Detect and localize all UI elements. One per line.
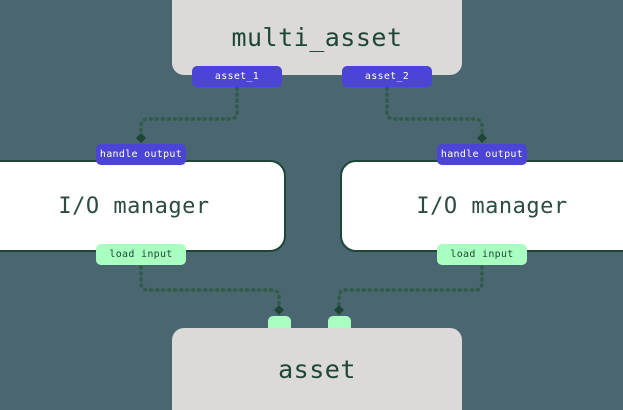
node-asset-label: asset <box>278 354 356 384</box>
node-asset[interactable]: asset <box>172 328 462 410</box>
edge-left-iomanager-to-asset <box>139 265 284 315</box>
port-load-input-left[interactable]: load input <box>96 244 186 265</box>
port-handle-output-right[interactable]: handle output <box>437 144 527 165</box>
port-asset-2-label: asset_2 <box>364 71 410 82</box>
edge-asset1-to-left-iomanager <box>136 86 239 143</box>
port-asset-2[interactable]: asset_2 <box>342 66 432 87</box>
edge-asset2-to-right-iomanager <box>385 86 487 143</box>
port-asset-1-label: asset_1 <box>214 71 260 82</box>
port-handle-output-left[interactable]: handle output <box>96 144 186 165</box>
node-io-manager-right-label: I/O manager <box>416 193 568 219</box>
port-handle-output-right-label: handle output <box>440 149 524 160</box>
node-multi-asset-label: multi_asset <box>231 23 403 52</box>
node-multi-asset[interactable]: multi_asset <box>172 0 462 75</box>
node-io-manager-right[interactable]: I/O manager <box>340 160 623 252</box>
edge-right-iomanager-to-asset <box>334 265 484 315</box>
port-load-input-right[interactable]: load input <box>437 244 527 265</box>
node-io-manager-left[interactable]: I/O manager <box>0 160 286 252</box>
port-load-input-left-label: load input <box>109 249 173 260</box>
node-io-manager-left-label: I/O manager <box>58 193 210 219</box>
port-asset-1[interactable]: asset_1 <box>192 66 282 87</box>
port-handle-output-left-label: handle output <box>99 149 183 160</box>
port-load-input-right-label: load input <box>450 249 514 260</box>
